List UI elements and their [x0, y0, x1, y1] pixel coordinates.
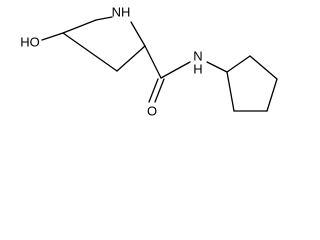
bond-cp-1	[226, 55, 251, 73]
hydroxyl-label: HO	[20, 34, 40, 49]
bond-n1-c2	[130, 21, 146, 47]
amide-h-label: H	[193, 61, 202, 76]
bond-c2-c3prime	[116, 45, 146, 72]
bond-cp-5	[226, 71, 235, 112]
bond-c-oh	[41, 32, 64, 41]
amide-n-label: N	[193, 48, 202, 63]
bond-co-1	[148, 78, 159, 103]
ring-nh-label: NH	[112, 4, 131, 19]
bond-co-2	[154, 78, 165, 103]
molecule-structure: NH HO N H O	[20, 4, 278, 118]
bond-namide-cyclopentyl	[206, 61, 228, 73]
bond-c2-ccarbonyl	[144, 45, 162, 79]
bond-cp-2	[249, 55, 278, 80]
bond-ccarbonyl-namide	[160, 61, 191, 79]
carbonyl-o-label: O	[147, 103, 157, 118]
bond-cp-3	[266, 78, 278, 112]
bond-c3-c4	[62, 19, 97, 34]
bond-c4-n1	[95, 16, 113, 21]
bond-c3prime-c4prime	[62, 32, 118, 72]
